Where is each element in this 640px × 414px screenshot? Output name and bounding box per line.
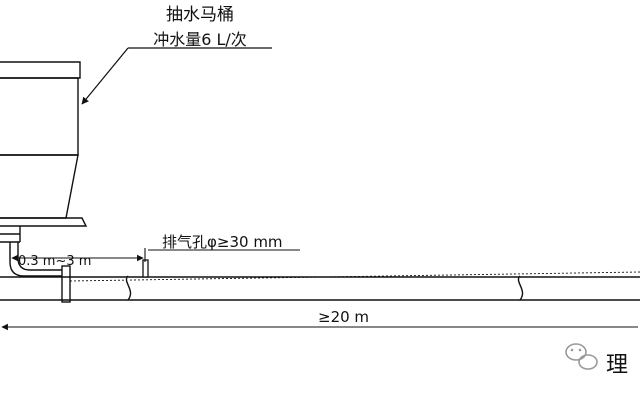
toilet-title-label: 抽水马桶 xyxy=(166,5,234,25)
wechat-icon xyxy=(565,343,598,370)
pipe-length-label: ≥20 m xyxy=(318,308,369,326)
pipe-break-marks xyxy=(125,275,524,301)
toilet-flush-label: 冲水量6 L/次 xyxy=(153,30,247,49)
vent-hole xyxy=(142,259,149,278)
toilet-base xyxy=(0,217,88,227)
toilet-tank xyxy=(0,77,79,156)
offset-dimension xyxy=(9,245,146,262)
toilet-leader xyxy=(81,47,272,105)
toilet-tank-lid xyxy=(0,61,81,79)
watermark: 理 xyxy=(565,343,628,378)
toilet-bowl xyxy=(0,154,79,219)
pipe-coupling xyxy=(61,265,71,303)
toilet xyxy=(0,61,88,243)
vent-hole-label: 排气孔φ≥30 mm xyxy=(162,233,283,251)
watermark-text: 理 xyxy=(606,353,628,378)
offset-distance-label: 0.3 m~3 m xyxy=(18,254,91,269)
main-pipe xyxy=(0,271,640,301)
